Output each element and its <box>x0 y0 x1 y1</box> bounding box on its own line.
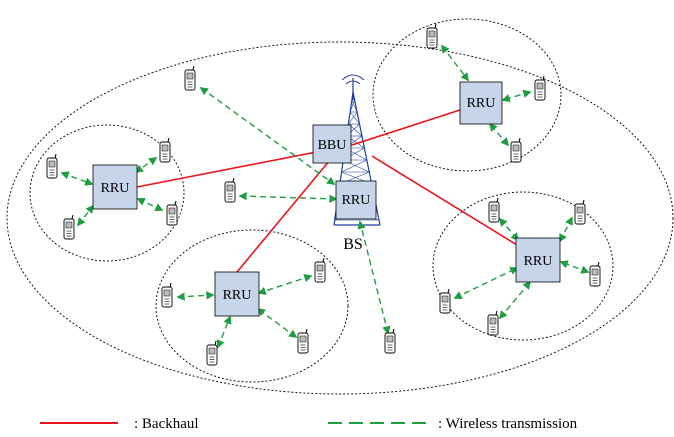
mobile-phone-icon <box>439 288 451 314</box>
mobile-phone-icon <box>534 75 546 101</box>
mobile-phone-icon <box>488 197 500 223</box>
mobile-phone-icon <box>574 199 586 225</box>
legend-wireless-label: : Wireless transmission <box>438 416 578 432</box>
rru-label: RRU <box>467 96 496 111</box>
wireless-link <box>60 171 94 186</box>
wireless-link <box>498 280 532 320</box>
wireless-link <box>199 87 336 185</box>
mobile-phone-icon <box>224 177 236 203</box>
rru-label: RRU <box>342 193 371 208</box>
mobile-phone-icon <box>589 261 601 287</box>
rru-box-bottom: RRU <box>214 271 260 317</box>
wireless-link <box>453 267 519 299</box>
cell-left <box>29 124 185 262</box>
wireless-link <box>498 217 520 242</box>
rru-label: RRU <box>101 181 130 196</box>
mobile-phone-icon <box>161 282 173 308</box>
wireless-link <box>256 308 298 338</box>
mobile-phone-icon <box>510 137 522 163</box>
mobile-phone-icon <box>184 65 196 91</box>
wireless-link <box>238 192 338 203</box>
cell-boundaries <box>6 18 674 395</box>
macro-cell-boundary <box>6 41 674 395</box>
mobile-phone-icon <box>166 200 178 226</box>
wireless-link <box>176 291 215 301</box>
rru-label: RRU <box>524 254 553 269</box>
rru-label: RRU <box>223 288 252 303</box>
mobile-phone-icon <box>426 23 438 49</box>
wireless-links <box>60 44 590 349</box>
mobile-phone-icon <box>63 214 75 240</box>
wireless-link <box>76 204 95 227</box>
mobile-phone-icon <box>384 328 396 354</box>
rru-box-top-right: RRU <box>459 81 503 125</box>
mobile-phone-icon <box>159 137 171 163</box>
backhaul-link-bottom <box>236 159 331 273</box>
backhaul-link-top-right <box>351 109 461 146</box>
legend: : Backhaul : Wireless transmission <box>40 416 578 432</box>
wireless-link <box>357 220 391 335</box>
mobile-phone-icon <box>487 310 499 336</box>
mobile-phone-icon <box>297 328 309 354</box>
bs-label: BS <box>343 236 363 253</box>
backhaul-link-right <box>371 155 518 246</box>
wireless-link <box>559 260 590 274</box>
wireless-link <box>257 274 313 295</box>
rru-box-left: RRU <box>92 164 138 210</box>
cell-right <box>432 191 614 341</box>
legend-backhaul-label: : Backhaul <box>134 416 199 432</box>
mobile-phone-icon <box>206 340 218 366</box>
wireless-link <box>134 157 158 173</box>
wireless-link <box>488 122 510 147</box>
wireless-link <box>136 197 164 212</box>
rru-box-center: RRU <box>335 180 377 220</box>
mobile-phone-icon <box>314 257 326 283</box>
bbu-label: BBU <box>318 138 347 153</box>
mobile-phone-icon <box>46 153 58 179</box>
bbu-box: BBU <box>312 124 352 164</box>
cell-bottom-center <box>155 229 349 383</box>
rru-box-right: RRU <box>515 237 561 283</box>
wireless-link <box>440 44 470 82</box>
wireless-link <box>216 315 232 349</box>
wireless-link <box>559 216 573 243</box>
cell-top-right <box>372 18 562 172</box>
wireless-link <box>501 89 532 103</box>
